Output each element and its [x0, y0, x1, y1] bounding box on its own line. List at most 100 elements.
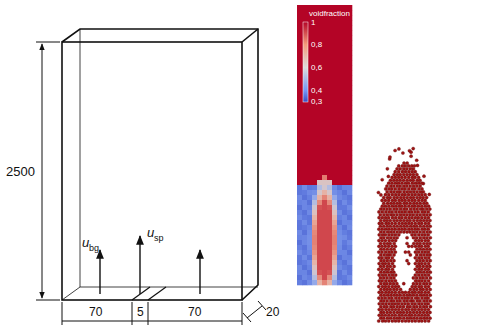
field-cell	[332, 190, 337, 195]
particle	[429, 276, 432, 279]
particle	[415, 159, 418, 162]
field-cell	[322, 250, 327, 255]
particle	[418, 265, 421, 268]
particle	[388, 302, 391, 305]
field-cell	[332, 25, 337, 30]
field-cell	[337, 220, 342, 225]
particle	[397, 182, 400, 185]
particle	[389, 259, 392, 262]
field-cell	[302, 165, 307, 170]
field-cell	[347, 65, 352, 70]
particle	[414, 256, 417, 259]
particle	[416, 164, 419, 167]
particle	[420, 199, 423, 202]
particle	[389, 196, 392, 199]
particle	[425, 225, 428, 228]
particle	[385, 305, 388, 308]
particle	[415, 248, 418, 251]
field-cell	[297, 215, 302, 220]
particle	[393, 173, 396, 176]
field-cell	[317, 150, 322, 155]
field-cell	[307, 165, 312, 170]
particle-snapshot	[377, 147, 432, 323]
field-cell	[337, 180, 342, 185]
field-cell	[302, 215, 307, 220]
particle	[417, 210, 420, 213]
field-cell	[297, 80, 302, 85]
particle	[382, 317, 385, 320]
field-cell	[332, 220, 337, 225]
particle	[414, 314, 417, 317]
particle	[392, 305, 395, 308]
field-cell	[322, 210, 327, 215]
particle	[391, 199, 394, 202]
particle	[417, 250, 420, 253]
particle	[381, 279, 384, 282]
field-cell	[302, 180, 307, 185]
particle	[378, 302, 381, 305]
particle	[417, 205, 420, 208]
particle	[414, 193, 417, 196]
width-dimension	[62, 321, 242, 322]
particle	[407, 250, 410, 253]
field-cell	[327, 145, 332, 150]
field-cell	[312, 75, 317, 80]
particle	[424, 222, 427, 225]
field-cell	[337, 70, 342, 75]
particle	[402, 196, 405, 199]
field-cell	[297, 155, 302, 160]
field-cell	[317, 275, 322, 280]
field-cell	[312, 180, 317, 185]
particle	[427, 285, 430, 288]
particle	[410, 210, 413, 213]
particle	[392, 236, 395, 239]
particle	[382, 236, 385, 239]
particle	[377, 268, 380, 271]
particle	[404, 182, 407, 185]
extension-line	[243, 313, 251, 322]
particle	[407, 205, 410, 208]
particle	[409, 190, 412, 193]
field-cell	[317, 125, 322, 130]
field-cell	[302, 160, 307, 165]
particle	[389, 207, 392, 210]
particle	[387, 256, 390, 259]
extension-line	[36, 300, 60, 301]
field-cell	[302, 200, 307, 205]
field-cell	[347, 20, 352, 25]
field-cell	[322, 140, 327, 145]
particle	[406, 299, 409, 302]
field-cell	[327, 260, 332, 265]
field-cell	[337, 115, 342, 120]
field-cell	[297, 65, 302, 70]
field-cell	[312, 235, 317, 240]
particle	[428, 265, 431, 268]
field-cell	[342, 140, 347, 145]
field-cell	[322, 115, 327, 120]
particle	[404, 164, 407, 167]
field-cell	[317, 230, 322, 235]
particle	[389, 271, 392, 274]
particle	[419, 213, 422, 216]
particle	[378, 279, 381, 282]
floor-edge	[80, 287, 258, 288]
particle	[397, 222, 400, 225]
particle	[382, 207, 385, 210]
field-cell	[327, 55, 332, 60]
particle	[429, 236, 432, 239]
particle	[419, 259, 422, 262]
field-cell	[342, 95, 347, 100]
field-cell	[337, 250, 342, 255]
particle	[390, 187, 393, 190]
field-cell	[332, 255, 337, 260]
field-cell	[312, 110, 317, 115]
field-cell	[297, 270, 302, 275]
field-cell	[302, 130, 307, 135]
particle	[386, 271, 389, 274]
particle	[387, 205, 390, 208]
field-cell	[342, 100, 347, 105]
particle	[415, 294, 418, 297]
particle	[425, 196, 428, 199]
field-cell	[307, 155, 312, 160]
field-cell	[297, 170, 302, 175]
